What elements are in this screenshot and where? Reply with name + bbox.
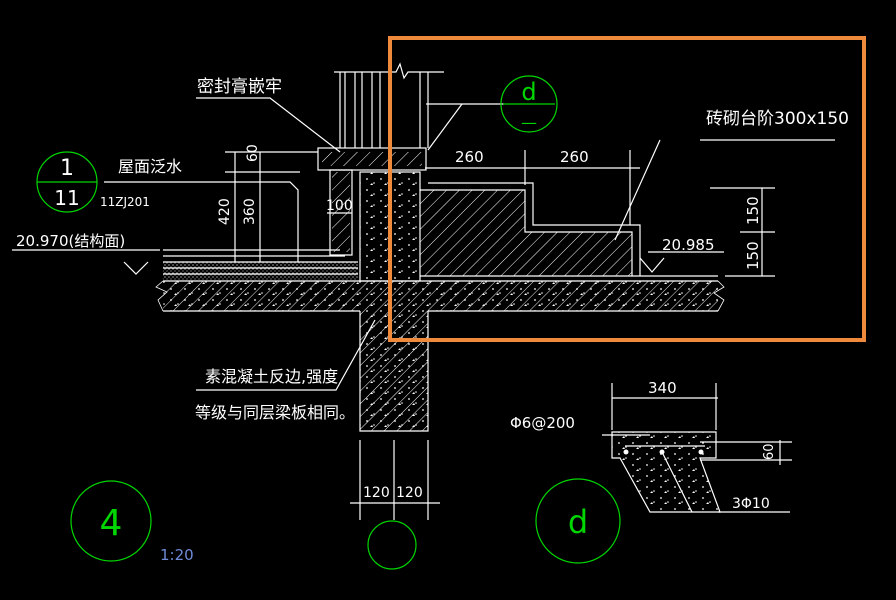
- brick-step-label: 砖砌台阶300x150: [706, 109, 849, 129]
- wall-above: [334, 62, 444, 148]
- ref-sheet-top: 1: [60, 156, 74, 181]
- ref-atlas-label: 11ZJ201: [100, 195, 150, 209]
- section-ref-bottom: —: [521, 113, 537, 132]
- dim-150-b: 150: [744, 241, 762, 270]
- elevation-markers: [12, 249, 724, 275]
- leader-lines: [104, 97, 835, 391]
- roof-flashing-label: 屋面泛水: [118, 157, 182, 176]
- concrete-upturn: [317, 147, 427, 282]
- dim-150-a: 150: [744, 196, 762, 225]
- axis-marker-circle: [367, 520, 417, 570]
- dim-60-b: 60: [762, 443, 777, 460]
- elevation-left-label: 20.970(结构面): [16, 232, 125, 250]
- dim-420: 420: [217, 198, 233, 225]
- section-ref-top: d: [521, 78, 536, 106]
- dim-60: 60: [245, 144, 261, 162]
- detail-number-circle: [70, 480, 152, 562]
- rebar-bars-label: 3Φ10: [732, 496, 770, 512]
- section-d-circle: [535, 478, 621, 564]
- dim-100: 100: [326, 198, 353, 214]
- dim-260-b: 260: [560, 148, 589, 166]
- roof-slab: [155, 280, 725, 312]
- section-marker-circle: [500, 75, 558, 133]
- dim-260-a: 260: [455, 148, 484, 166]
- brick-step: [420, 182, 718, 277]
- section-d-label: d: [568, 503, 588, 541]
- dim-120-a: 120: [363, 485, 390, 501]
- highlight-box: [388, 36, 866, 342]
- scale-label: 1:20: [160, 546, 194, 564]
- dimension-lines: [225, 150, 792, 520]
- dim-120-b: 120: [396, 485, 423, 501]
- concrete-beam: [359, 311, 429, 432]
- sealant-label: 密封膏嵌牢: [197, 76, 282, 97]
- concrete-note-line1: 素混凝土反边,强度: [205, 367, 338, 386]
- concrete-note-line2: 等级与同层梁板相同。: [195, 403, 355, 422]
- rebar-spacing-label: Φ6@200: [510, 414, 575, 432]
- ref-sheet-bottom: 11: [54, 186, 79, 210]
- dim-340: 340: [648, 379, 677, 397]
- elevation-right-label: 20.985: [662, 236, 715, 254]
- dim-360: 360: [242, 198, 258, 225]
- detail-number: 4: [100, 503, 123, 544]
- section-d-detail: [602, 431, 790, 513]
